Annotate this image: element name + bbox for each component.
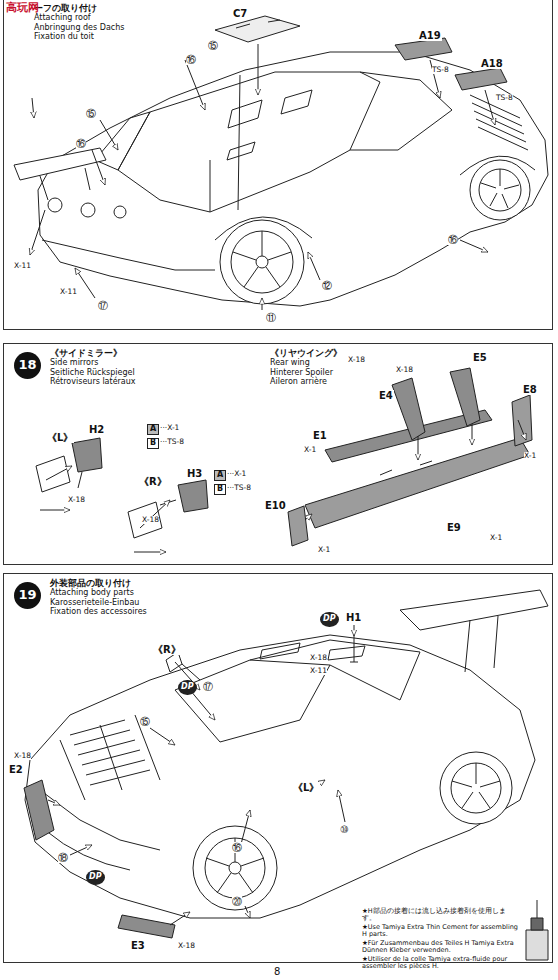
paint-code: X-11 xyxy=(14,262,31,270)
step-heading-translation: Attaching roof xyxy=(34,13,124,22)
paint-code: X-1 xyxy=(304,446,316,454)
part-label: E5 xyxy=(472,352,488,363)
step-number-text: 18 xyxy=(18,358,36,373)
assembly-note: ★Für Zusammenbau des Teiles H Tamiya Ext… xyxy=(362,940,518,955)
assembly-note: ★Use Tamiya Extra Thin Cement for assemb… xyxy=(362,924,518,939)
part-label: E4 xyxy=(378,390,394,401)
paint-code: X-18 xyxy=(68,496,85,504)
step-panel: 《サイドミラー》Side mirrorsSeitliche Rückspiege… xyxy=(3,343,553,565)
step-heading-translation: Attaching body parts xyxy=(50,588,147,597)
callout-number: ⑮ xyxy=(208,40,218,51)
paint-code: TS-8 xyxy=(496,94,513,102)
callout-number: ⑯ xyxy=(186,54,196,65)
decal-badge: DP xyxy=(86,870,105,885)
paint-swatch-label: A xyxy=(147,424,159,435)
part-label: 《L》 xyxy=(46,432,74,443)
decal-badge: DP xyxy=(320,612,339,627)
step-heading-translation: Fixation des accessoires xyxy=(50,607,147,616)
step-heading-translation: Anbringung des Dachs xyxy=(34,23,124,32)
paint-code: X-18 xyxy=(14,752,31,760)
part-label: E3 xyxy=(130,940,146,951)
part-label: 《L》 xyxy=(292,782,320,793)
paint-code: TS-8 xyxy=(432,66,449,74)
part-label: 《R》 xyxy=(138,476,168,487)
step-heading-translation: Hinterer Spoiler xyxy=(270,368,342,377)
paint-code: X-18 xyxy=(396,366,413,374)
step-heading: 《サイドミラー》 xyxy=(50,348,136,358)
paint-code: X-18 xyxy=(348,356,365,364)
step-number: 18 xyxy=(14,352,41,379)
step-heading-translation: Rear wing xyxy=(270,358,342,367)
paint-code: X-18 xyxy=(178,942,195,950)
page-number: 8 xyxy=(274,966,280,977)
paint-code: ···X-1 xyxy=(160,424,179,432)
callout-number: ⑳ xyxy=(232,896,242,907)
paint-code: X-11 xyxy=(60,288,77,296)
callout-number: ⑱ xyxy=(58,852,68,863)
callout-number: ⑰ xyxy=(98,300,108,311)
callout-number: ⑰ xyxy=(203,681,213,692)
step-panel: ーフの取り付けAttaching roofAnbringung des Dach… xyxy=(3,0,553,330)
part-label: H3 xyxy=(186,468,203,479)
paint-code: ···X-1 xyxy=(227,470,246,478)
paint-swatch-label: B xyxy=(214,484,226,495)
part-label: H1 xyxy=(345,612,362,623)
paint-code: X-11 xyxy=(310,667,327,675)
step-heading-translation: Aileron arrière xyxy=(270,377,342,386)
part-label: 《R》 xyxy=(152,644,182,655)
step-panel: 外装部品の取り付けAttaching body partsKarosseriet… xyxy=(3,573,553,963)
part-label: E9 xyxy=(446,522,462,533)
decal-badge: DP xyxy=(178,680,197,695)
assembly-note: ★H部品の接着には流し込み接着剤を使用します。 xyxy=(362,908,518,923)
watermark: 高玩网 xyxy=(6,2,39,14)
paint-swatch-label: A xyxy=(214,470,226,481)
paint-code: ···TS-8 xyxy=(160,438,184,446)
callout-number: ⑪ xyxy=(266,312,276,323)
paint-code: X-1 xyxy=(318,546,330,554)
step-heading-translation: Karosserieteile-Einbau xyxy=(50,598,147,607)
step-number: 19 xyxy=(14,582,41,609)
callout-number: ⑯ xyxy=(76,138,86,149)
step-heading: 外装部品の取り付け xyxy=(50,578,147,588)
part-label: C7 xyxy=(232,8,248,19)
part-label: E10 xyxy=(264,500,287,511)
paint-code: X-18 xyxy=(310,654,327,662)
paint-code: X-1 xyxy=(490,534,502,542)
assembly-note: ★Utiliser de la colle Tamiya extra-fluid… xyxy=(362,956,518,971)
callout-number: ⑯ xyxy=(448,234,458,245)
part-label: E1 xyxy=(312,430,328,441)
step-heading-translation: Rétroviseurs latéraux xyxy=(50,377,136,386)
callout-number: ⑮ xyxy=(86,108,96,119)
step-heading-translation: Side mirrors xyxy=(50,358,136,367)
part-label: A19 xyxy=(418,30,442,41)
callout-number: ⑩ xyxy=(340,824,349,835)
paint-code: X-1 xyxy=(524,452,536,460)
step-heading-translation: Seitliche Rückspiegel xyxy=(50,368,136,377)
callout-number: ⑫ xyxy=(322,280,332,291)
part-label: H2 xyxy=(88,424,105,435)
callout-number: ⑯ xyxy=(232,842,242,853)
step-heading: 《リヤウイング》 xyxy=(270,348,342,358)
paint-code: ···TS-8 xyxy=(227,484,251,492)
callout-number: ⑮ xyxy=(140,716,150,727)
part-label: E8 xyxy=(522,384,538,395)
step-heading-translation: Fixation du toit xyxy=(34,32,124,41)
paint-swatch-label: B xyxy=(147,438,159,449)
paint-code: X-18 xyxy=(142,516,159,524)
step-number-text: 19 xyxy=(18,588,36,603)
step-heading: ーフの取り付け xyxy=(34,3,124,13)
part-label: A18 xyxy=(480,58,504,69)
part-label: E2 xyxy=(8,764,24,775)
